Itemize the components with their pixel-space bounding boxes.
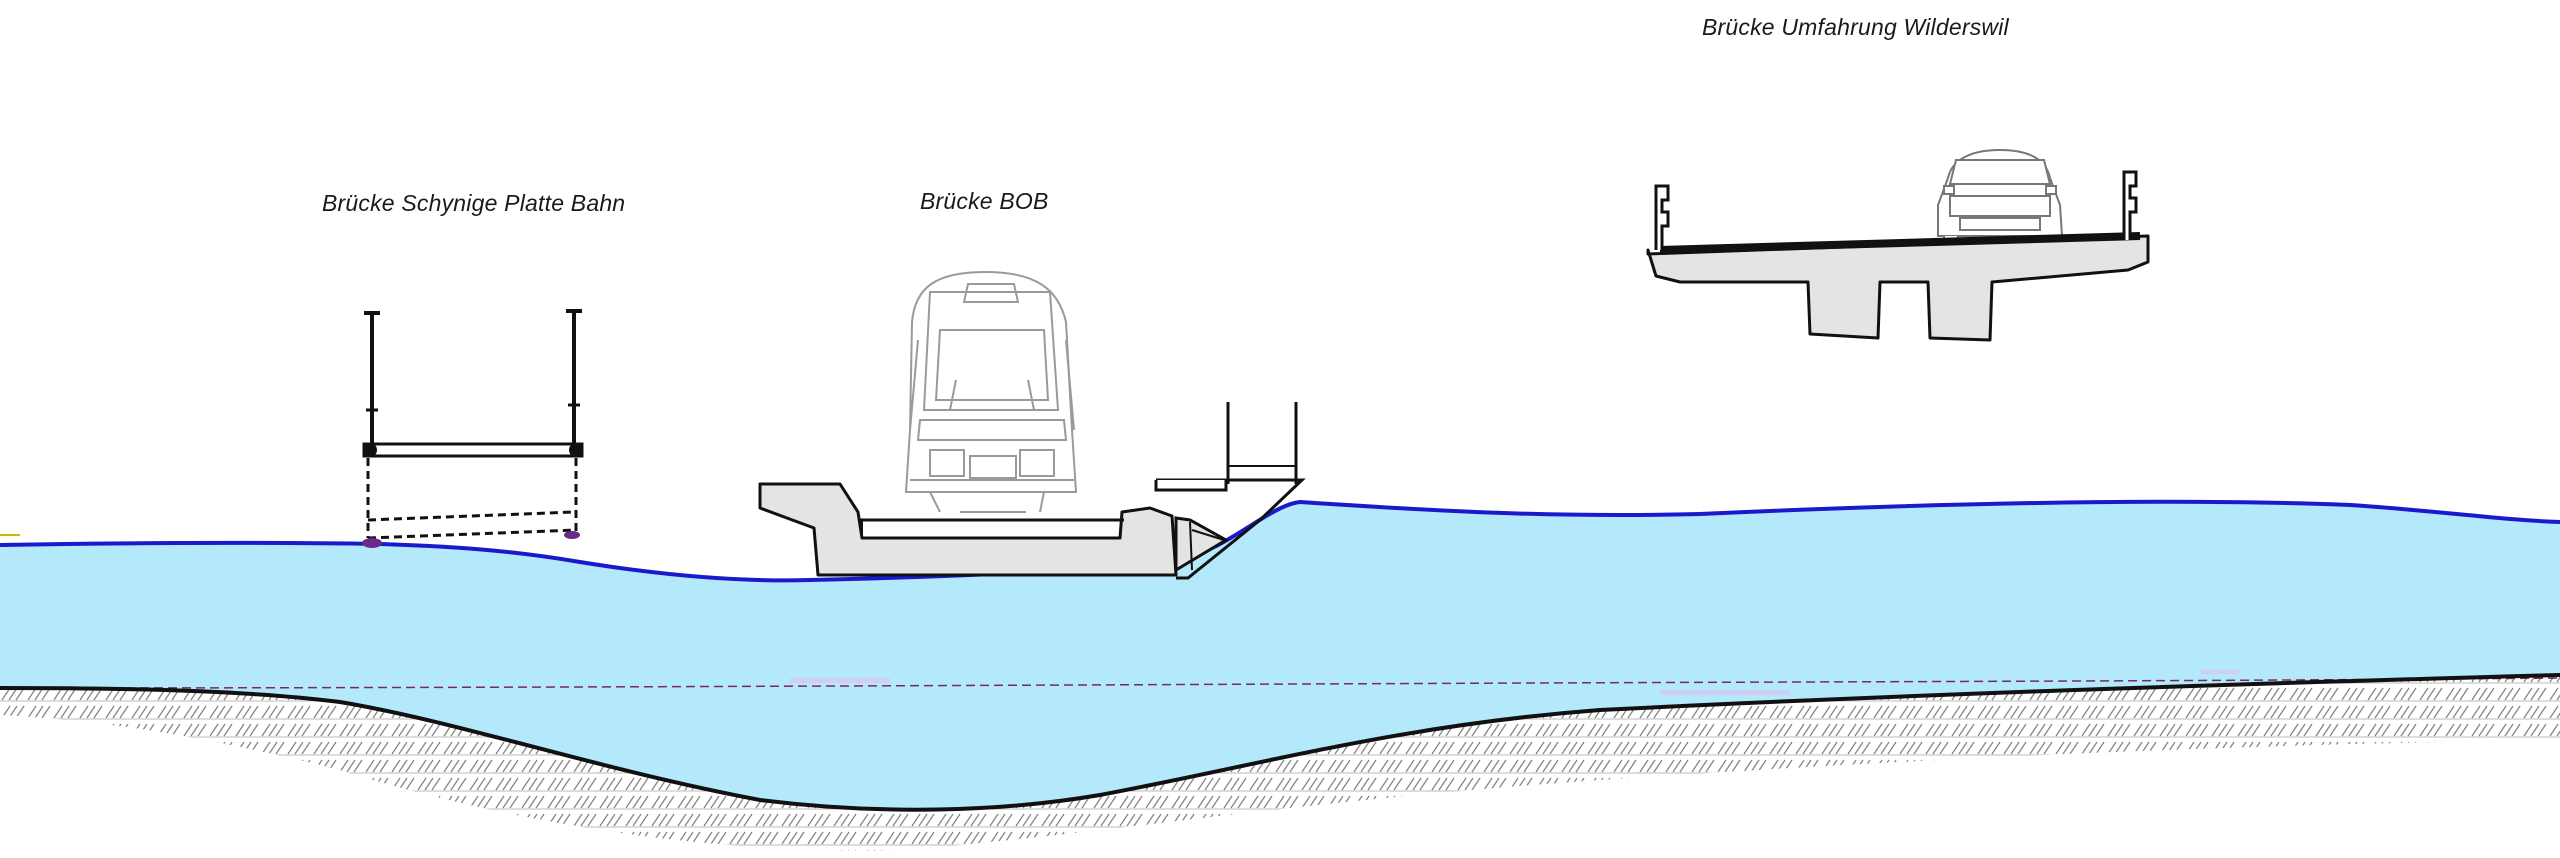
bridge-schynige-platte <box>362 309 584 548</box>
water-highlights <box>790 670 2240 695</box>
riverbed-line <box>0 673 2560 812</box>
water-area <box>0 501 2560 810</box>
ground-hatching <box>0 675 2560 851</box>
dashed-reference-line <box>0 677 2560 689</box>
label-bridge-bob: Brücke BOB <box>920 188 1049 214</box>
bridge-umfahrung-wilderswil <box>1646 148 2150 342</box>
car-icon <box>1937 148 2064 247</box>
train-icon <box>904 270 1078 513</box>
bridge-bob <box>758 270 1306 580</box>
label-bridge-schynige-platte: Brücke Schynige Platte Bahn <box>322 190 626 216</box>
label-bridge-umfahrung-wilderswil: Brücke Umfahrung Wilderswil <box>1702 14 2009 40</box>
